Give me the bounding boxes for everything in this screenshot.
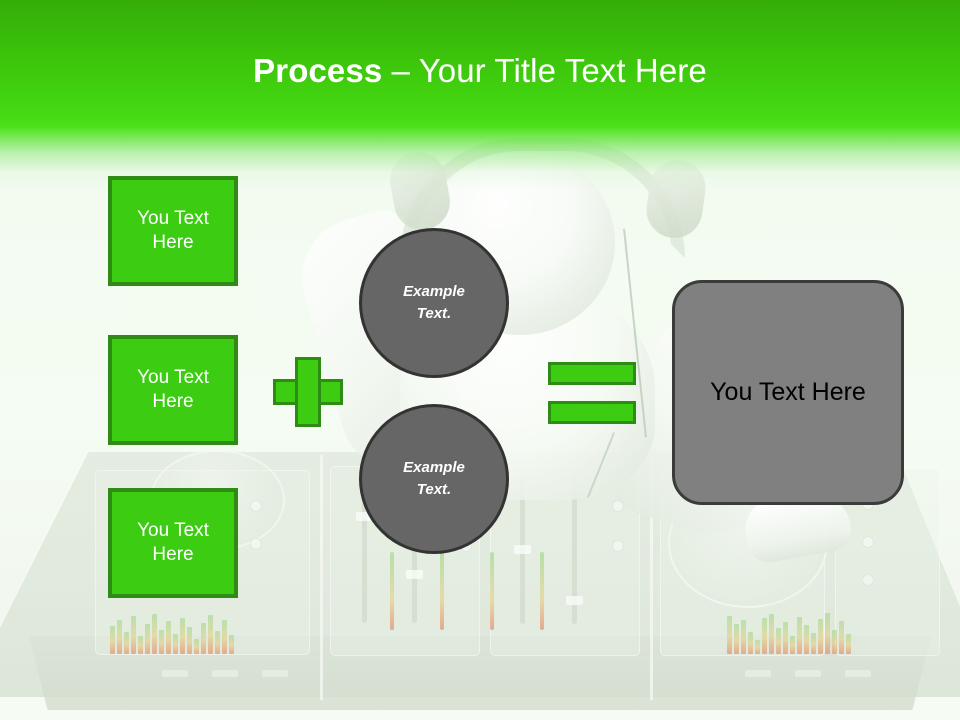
input-box-3[interactable]: You Text Here [108,488,238,598]
vu-meter [540,552,544,630]
rotary-knob [862,574,874,586]
fader-cap [566,596,583,605]
step-circle-2-line1: Example [403,459,465,477]
input-box-2-label: You Text Here [137,366,209,412]
input-box-1[interactable]: You Text Here [108,176,238,286]
console-button [845,670,871,677]
console-button [745,670,771,677]
rotary-knob [612,540,624,552]
title-banner [0,0,960,128]
step-circle-2[interactable]: Example Text. [359,404,509,554]
vu-meter [390,552,394,630]
plus-icon [273,357,343,427]
input-box-3-label: You Text Here [137,519,209,565]
step-circle-1[interactable]: Example Text. [359,228,509,378]
equals-bar-top [548,362,636,385]
page-title-rest: Your Title Text Here [418,52,707,89]
page-title-bold: Process [253,52,383,89]
input-box-2[interactable]: You Text Here [108,335,238,445]
channel-fader [362,478,367,623]
step-circle-2-line2: Text. [416,481,452,498]
fader-cap [514,545,531,554]
console-button [212,670,238,677]
channel-fader [572,476,577,624]
led-level-meter [110,612,234,654]
rotary-knob [862,536,874,548]
step-circle-1-line2: Text. [416,305,452,322]
result-box-label: You Text Here [710,378,866,406]
console-seam [320,455,323,700]
fader-cap [406,570,423,579]
vu-meter [490,552,494,630]
equals-bar-bottom [548,401,636,424]
plus-center [299,383,317,401]
step-circle-1-line1: Example [403,283,465,301]
vu-meter [440,552,444,630]
console-button [162,670,188,677]
led-level-meter [727,612,851,654]
page-title: Process – Your Title Text Here [0,52,960,90]
console-button [262,670,288,677]
console-button [795,670,821,677]
console-seam [650,455,653,700]
page-title-separator: – [382,52,419,89]
rotary-knob [250,500,262,512]
result-box[interactable]: You Text Here [672,280,904,505]
fader-cap [356,512,373,521]
rotary-knob [250,538,262,550]
equals-icon [548,362,636,424]
input-box-1-label: You Text Here [137,207,209,253]
